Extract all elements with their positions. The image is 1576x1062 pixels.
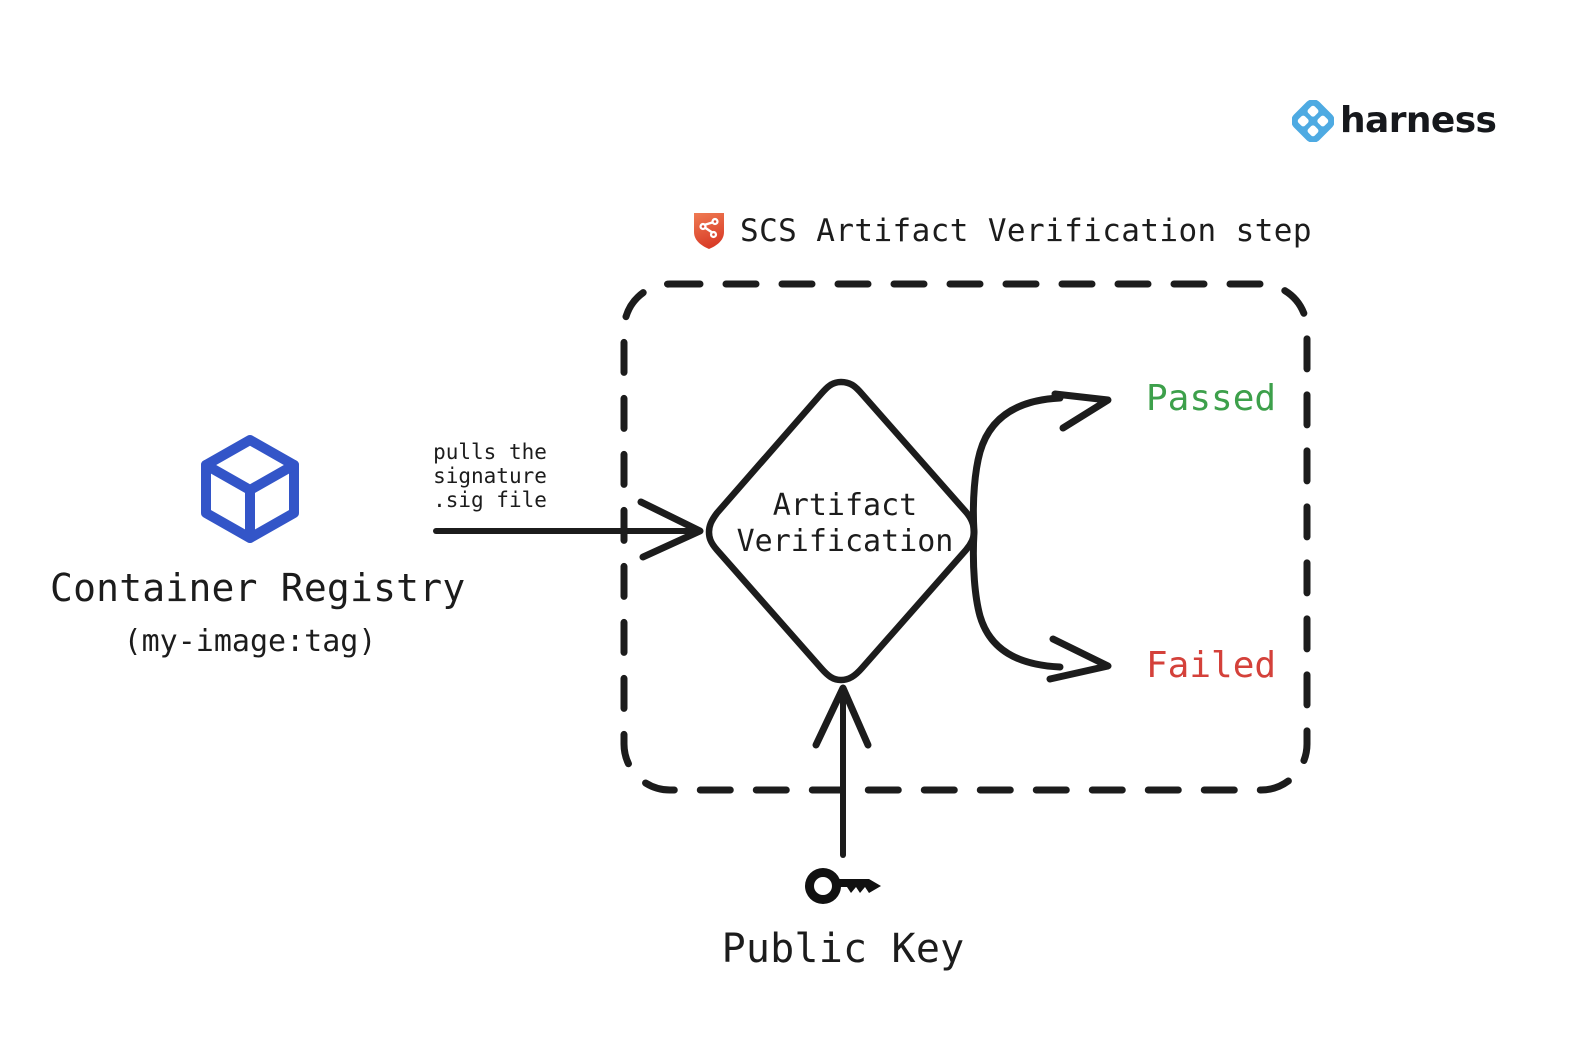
pull-signature-edge-label-line2: .sig file xyxy=(433,488,547,512)
artifact-verification-label: Artifact Verification xyxy=(700,488,990,560)
public-key-icon xyxy=(804,868,881,904)
scs-step-container-boundary xyxy=(620,280,1311,794)
harness-logo: harness xyxy=(1292,100,1497,142)
harness-wordmark: harness xyxy=(1340,100,1497,141)
pull-signature-edge-label-line1: pulls the signature xyxy=(433,440,547,488)
harness-diamond-logo-icon xyxy=(1292,100,1334,142)
arrow-registry-to-verification xyxy=(433,498,704,561)
container-registry-subtitle: (my-image:tag) xyxy=(123,624,377,659)
public-key-node: Public Key xyxy=(693,862,993,972)
artifact-verification-label-line2: Verification xyxy=(736,524,954,559)
scs-shield-icon xyxy=(694,213,724,249)
outcome-passed-label: Passed xyxy=(1146,378,1277,419)
outcome-failed-label: Failed xyxy=(1146,645,1277,686)
arrow-verification-to-failed xyxy=(969,528,1112,683)
container-registry-title: Container Registry xyxy=(50,566,466,610)
scs-step-title-label: SCS Artifact Verification step xyxy=(740,213,1312,249)
public-key-label: Public Key xyxy=(721,926,965,972)
container-cube-icon xyxy=(201,435,299,543)
arrow-publickey-to-verification xyxy=(812,684,872,858)
container-registry-node: Container Registry (my-image:tag) xyxy=(50,430,466,659)
scs-step-title: SCS Artifact Verification step xyxy=(692,211,1312,251)
artifact-verification-label-line1: Artifact xyxy=(772,488,918,523)
arrow-verification-to-passed xyxy=(969,390,1112,536)
pull-signature-edge-label: pulls the signature .sig file xyxy=(370,440,610,512)
